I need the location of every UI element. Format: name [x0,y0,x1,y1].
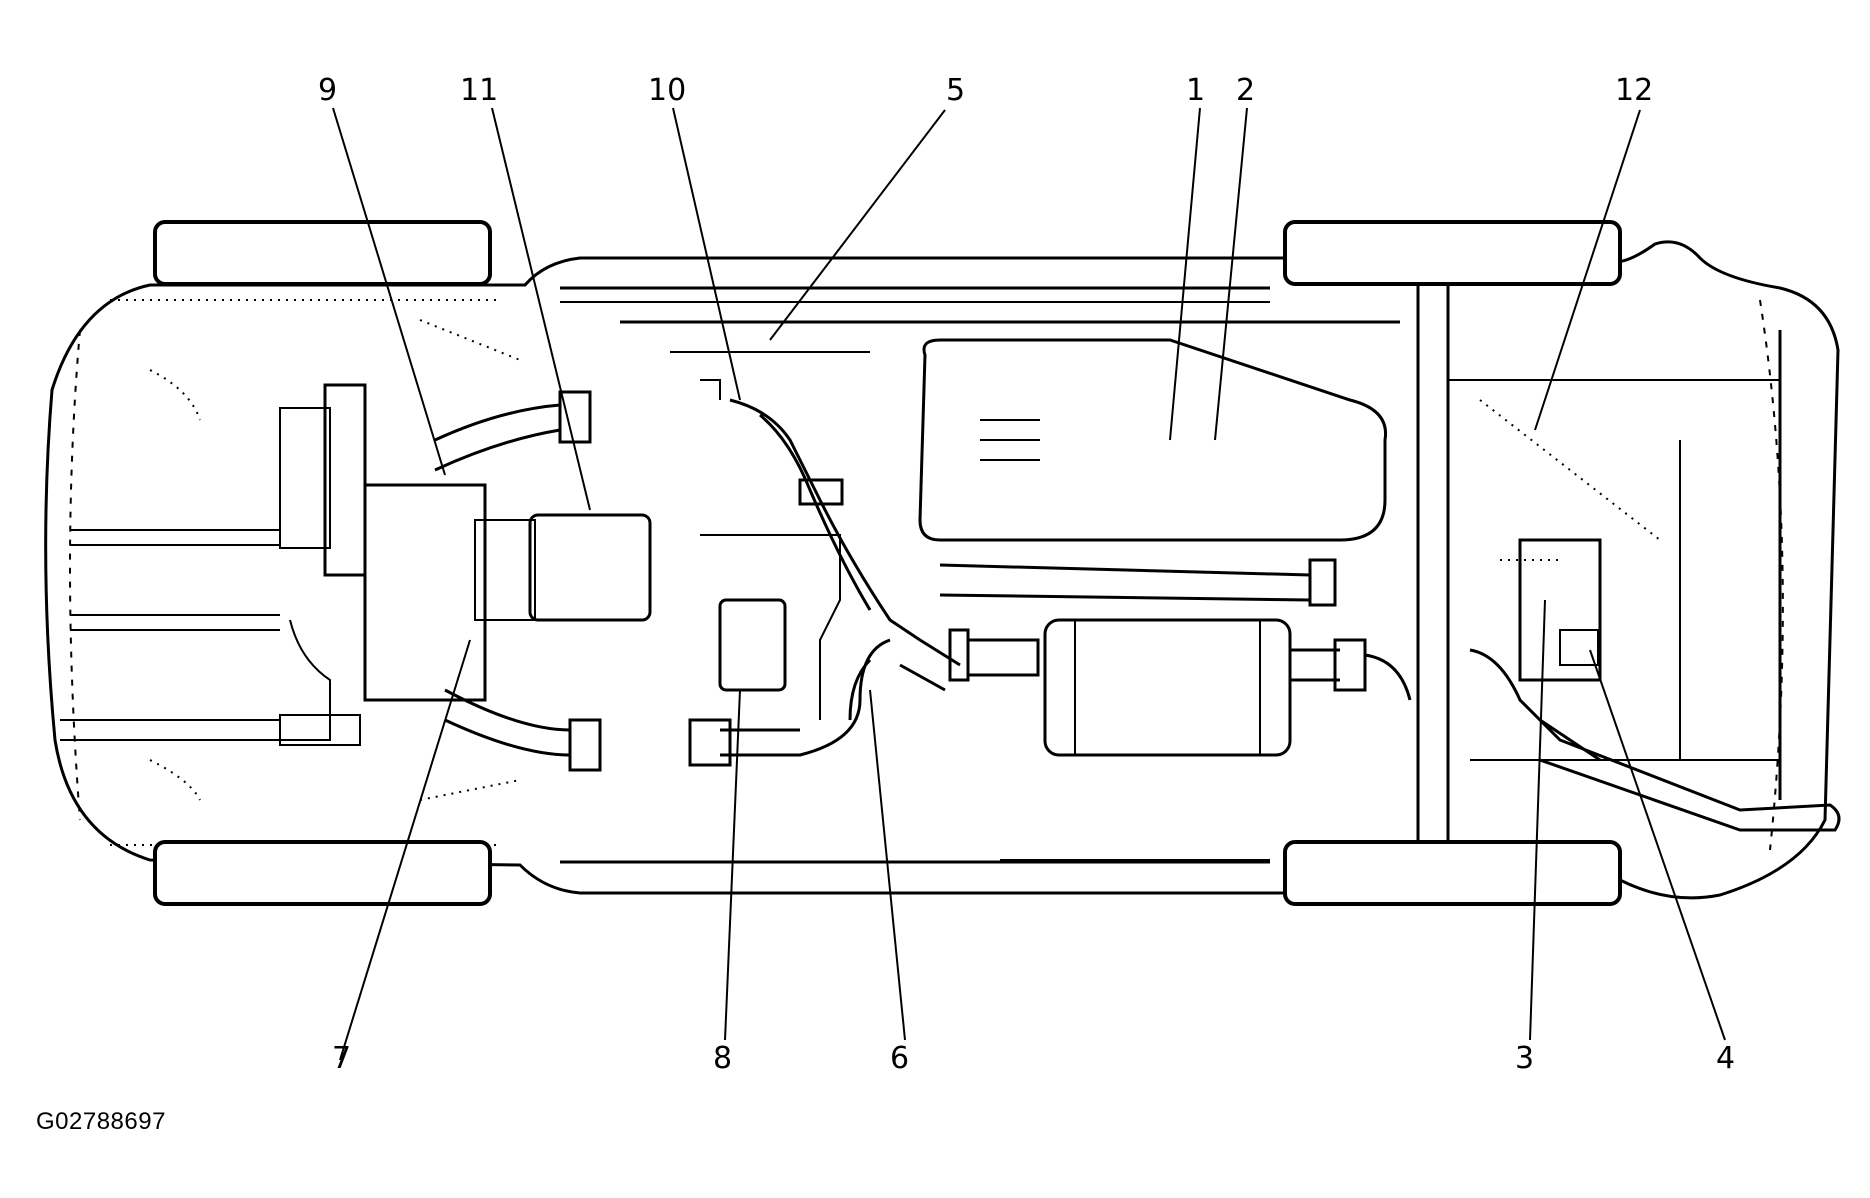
rear-axle-and-tailpipe [1469,399,1841,832]
exhaust-pipes [434,390,1040,772]
callout-4: 4 [1716,1041,1735,1076]
leader-line-6 [869,689,906,1041]
leader-line-3 [1529,599,1546,1041]
muffler [939,558,1412,757]
rear-right-tire [1283,840,1622,906]
leader-line-2 [1214,107,1248,441]
callout-2: 2 [1236,73,1255,108]
callout-11: 11 [460,73,498,108]
front-right-tire [153,840,492,906]
callout-6: 6 [890,1041,909,1076]
callout-8: 8 [713,1041,732,1076]
transmission [700,379,841,720]
leader-lines [332,107,1726,1061]
leader-line-8 [724,689,741,1041]
leader-line-5 [769,109,946,341]
leader-line-9 [332,107,446,476]
leader-line-7 [339,639,471,1061]
front-engine-area [60,319,652,801]
leader-line-1 [1169,107,1201,441]
callout-9: 9 [318,73,337,108]
callout-7: 7 [332,1041,351,1076]
fuel-tank [918,338,1388,542]
callout-3: 3 [1515,1041,1534,1076]
callout-10: 10 [648,73,686,108]
leader-line-10 [672,107,741,401]
front-left-tire [153,220,492,286]
leader-line-4 [1589,649,1726,1041]
callout-1: 1 [1186,73,1205,108]
leader-line-11 [491,107,591,511]
tires [153,220,1622,906]
callout-numbers: 9 11 10 5 1 2 12 7 8 6 3 4 [318,73,1735,1076]
callout-5: 5 [946,73,965,108]
rear-left-tire [1283,220,1622,286]
figure-code: G02788697 [36,1108,166,1135]
frame-rails [560,280,1782,864]
leader-line-12 [1534,109,1641,431]
callout-12: 12 [1615,73,1653,108]
